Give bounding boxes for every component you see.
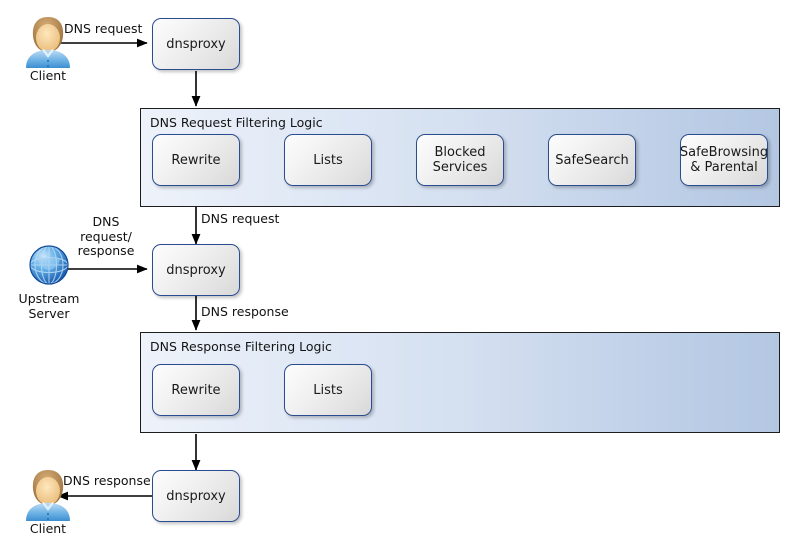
node-dnsproxy-middle[interactable]: dnsproxy [152, 244, 240, 296]
node-dnsproxy-top[interactable]: dnsproxy [152, 18, 240, 70]
stage-lists-request-label: Lists [313, 152, 343, 168]
stage-safesearch-label: SafeSearch [555, 152, 629, 168]
stage-rewrite-response[interactable]: Rewrite [152, 364, 240, 416]
edge-label-client-to-proxy: DNS request [64, 21, 143, 36]
stage-blocked-services-label: Blocked Services [432, 145, 488, 175]
stage-lists-response[interactable]: Lists [284, 364, 372, 416]
stage-safesearch[interactable]: SafeSearch [548, 134, 636, 186]
stage-rewrite-response-label: Rewrite [171, 382, 221, 398]
stage-rewrite-request-label: Rewrite [171, 152, 221, 168]
edge-label-upstream-exchange: DNS request/ response [77, 214, 135, 258]
stage-lists-response-label: Lists [313, 382, 343, 398]
edge-label-proxy-to-response-filter: DNS response [201, 304, 289, 319]
stage-safebrowsing-parental[interactable]: SafeBrowsing & Parental [680, 134, 768, 186]
node-dnsproxy-middle-label: dnsproxy [166, 262, 226, 278]
node-dnsproxy-bottom-label: dnsproxy [166, 488, 226, 504]
edge-label-proxy-to-client: DNS response [63, 473, 151, 488]
stage-safebrowsing-parental-label: SafeBrowsing & Parental [679, 145, 769, 175]
globe-icon [26, 242, 72, 288]
stage-blocked-services[interactable]: Blocked Services [416, 134, 504, 186]
person-icon [22, 467, 74, 521]
panel-dns-response-filtering: DNS Response Filtering Logic [140, 332, 780, 433]
stage-rewrite-request[interactable]: Rewrite [152, 134, 240, 186]
edge-label-proxy-to-request-filter: DNS request [201, 211, 280, 226]
panel-title-request: DNS Request Filtering Logic [150, 115, 323, 130]
stage-lists-request[interactable]: Lists [284, 134, 372, 186]
panel-title-response: DNS Response Filtering Logic [150, 339, 332, 354]
actor-label-client-bottom: Client [29, 521, 67, 536]
node-dnsproxy-bottom[interactable]: dnsproxy [152, 470, 240, 522]
actor-label-client-top: Client [29, 68, 67, 83]
node-dnsproxy-top-label: dnsproxy [166, 36, 226, 52]
actor-label-upstream-server: Upstream Server [18, 291, 80, 321]
